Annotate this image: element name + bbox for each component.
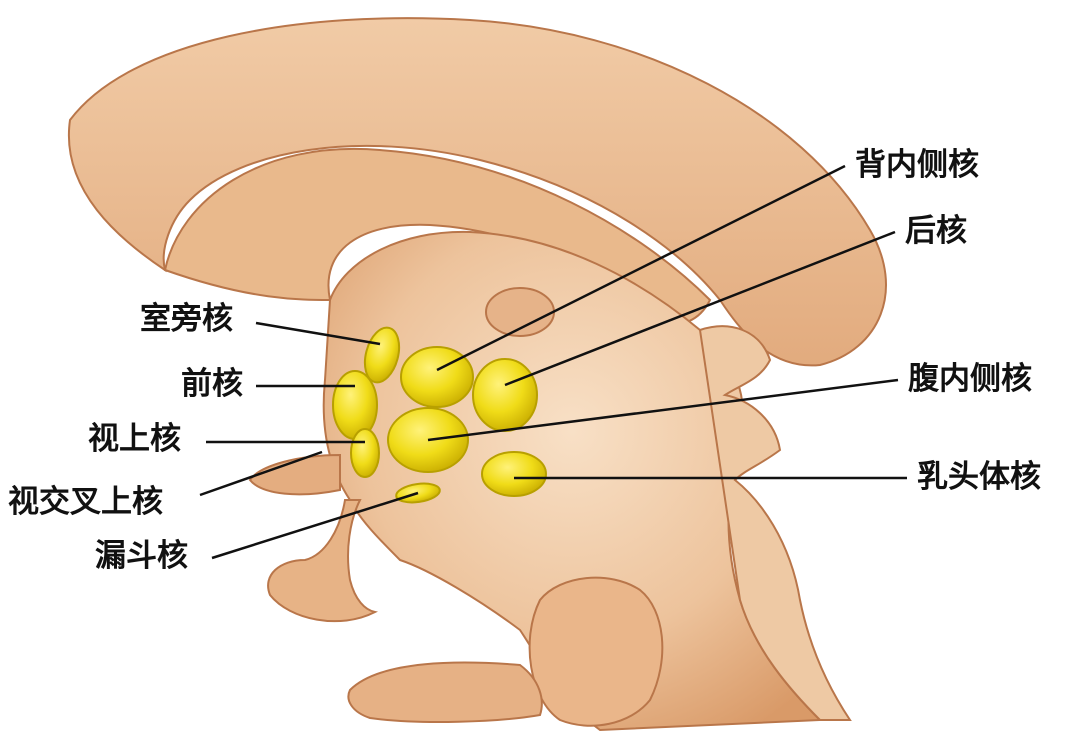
- label-dorsomedial: 背内侧核: [855, 150, 979, 181]
- cerebellum: [348, 663, 541, 722]
- pituitary-stalk: [268, 500, 375, 621]
- label-ventromedial: 腹内侧核: [908, 364, 1032, 395]
- pons: [530, 578, 663, 726]
- label-posterior: 后核: [905, 216, 967, 247]
- label-supraoptic: 视上核: [88, 424, 181, 455]
- supraoptic-nucleus: [351, 429, 379, 477]
- mammillary-nucleus: [482, 452, 546, 496]
- label-suprachiasmatic: 视交叉上核: [8, 487, 163, 518]
- label-anterior: 前核: [181, 369, 243, 400]
- posterior-nucleus: [473, 359, 537, 431]
- label-paraventricular: 室旁核: [140, 304, 233, 335]
- anterior-nucleus: [333, 371, 377, 439]
- label-infundibular: 漏斗核: [95, 541, 188, 572]
- label-mammillary: 乳头体核: [917, 462, 1041, 493]
- dorsomedial-nucleus: [401, 347, 473, 407]
